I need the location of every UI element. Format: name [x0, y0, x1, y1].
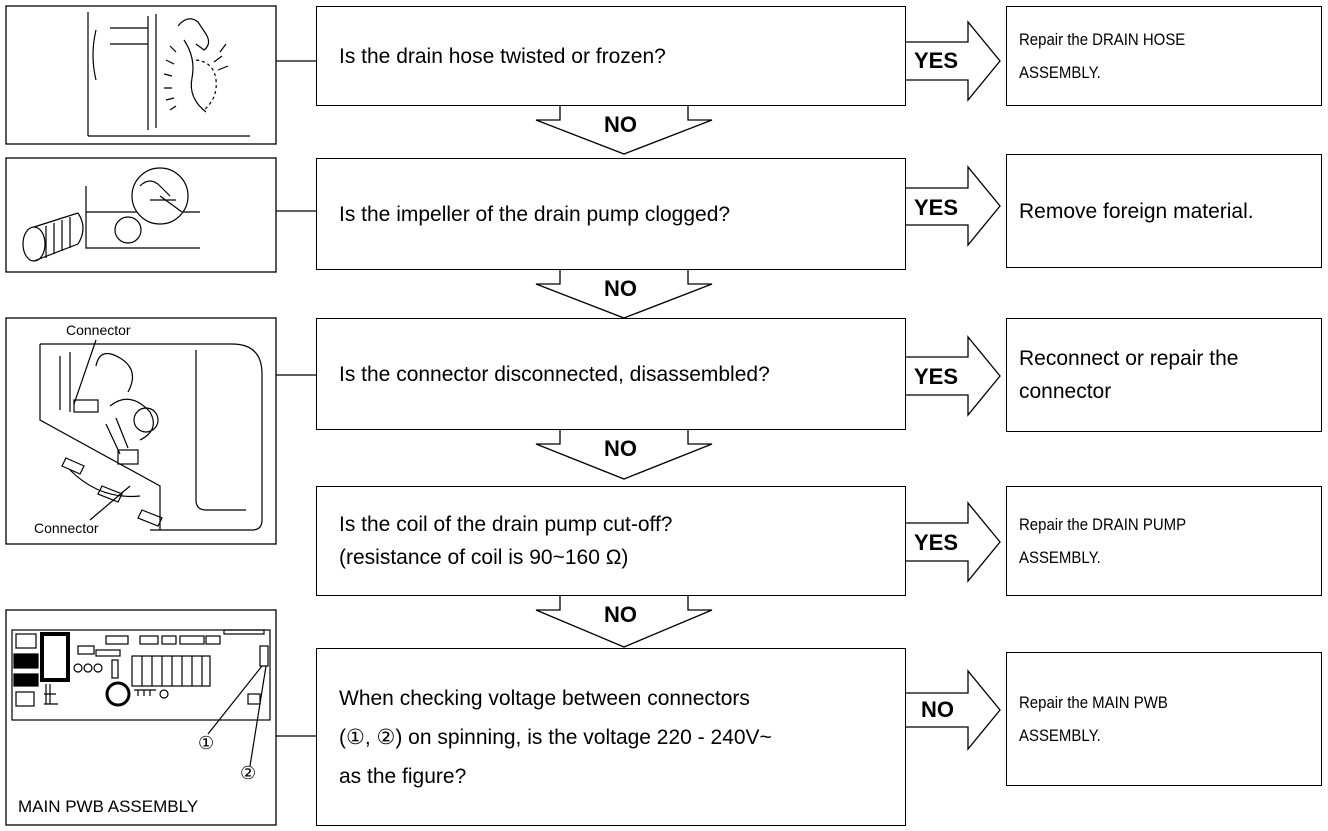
figure5-label-2: ②: [240, 763, 257, 783]
action-box-2: Remove foreign material.: [1006, 154, 1322, 268]
question-box-3: Is the connector disconnected, disassemb…: [316, 318, 906, 430]
no-arrow-down-4: [535, 596, 713, 648]
branch-label-1: YES: [914, 48, 959, 73]
drain-hose-illustration: [87, 12, 250, 137]
question-box-4: Is the coil of the drain pump cut-off? (…: [316, 486, 906, 596]
question-text-4: Is the coil of the drain pump cut-off? (…: [339, 513, 673, 569]
question-text-5: When checking voltage between connectors…: [339, 686, 772, 788]
action-text-5: Repair the MAIN PWB ASSEMBLY.: [1019, 693, 1168, 745]
question-box-5: When checking voltage between connectors…: [316, 648, 906, 826]
action-text-4: Repair the DRAIN PUMP ASSEMBLY.: [1019, 515, 1187, 567]
figure3-label-bottom: Connector: [34, 520, 99, 536]
figure-frame-drain-pump: [5, 157, 277, 273]
connector-illustration: [39, 339, 263, 531]
drain-pump-illustration: [22, 167, 200, 262]
branch-label-5: NO: [921, 697, 954, 722]
no-arrow-down-3: [535, 430, 713, 480]
down-no-label-2: NO: [604, 276, 637, 301]
yes-arrow-3: [905, 335, 1001, 417]
branch-label-4: YES: [914, 530, 959, 555]
down-no-label-3: NO: [604, 436, 637, 461]
no-arrow-5: [905, 669, 1001, 751]
action-box-3: Reconnect or repair the connector: [1006, 318, 1322, 432]
action-text-1: Repair the DRAIN HOSE ASSEMBLY.: [1019, 30, 1186, 82]
yes-arrow-2: [905, 165, 1001, 247]
yes-arrow-4: [905, 501, 1001, 583]
branch-label-3: YES: [914, 364, 959, 389]
figure3-label-top: Connector: [66, 322, 131, 338]
question-text-3: Is the connector disconnected, disassemb…: [339, 362, 770, 386]
question-box-2: Is the impeller of the drain pump clogge…: [316, 158, 906, 270]
action-box-1: Repair the DRAIN HOSE ASSEMBLY.: [1006, 6, 1322, 106]
no-arrow-down-1: [535, 106, 713, 155]
action-box-4: Repair the DRAIN PUMP ASSEMBLY.: [1006, 486, 1322, 596]
action-text-3: Reconnect or repair the connector: [1019, 347, 1239, 403]
action-text-2: Remove foreign material.: [1019, 199, 1254, 223]
branch-label-2: YES: [914, 195, 959, 220]
yes-arrow-1: [905, 20, 1001, 102]
figure-frame-drain-hose: [5, 5, 277, 145]
down-no-label-1: NO: [604, 112, 637, 137]
question-box-1: Is the drain hose twisted or frozen?: [316, 6, 906, 106]
figure-frame-main-pwb: [5, 609, 277, 826]
figure5-label-1: ①: [198, 733, 215, 753]
question-text-2: Is the impeller of the drain pump clogge…: [339, 202, 731, 226]
action-box-5: Repair the MAIN PWB ASSEMBLY.: [1006, 652, 1322, 786]
main-pwb-illustration: [11, 629, 271, 767]
question-text-1: Is the drain hose twisted or frozen?: [339, 44, 666, 68]
down-no-label-4: NO: [604, 602, 637, 627]
figure5-caption: MAIN PWB ASSEMBLY: [18, 797, 199, 816]
figure-frame-connector: [5, 317, 277, 545]
